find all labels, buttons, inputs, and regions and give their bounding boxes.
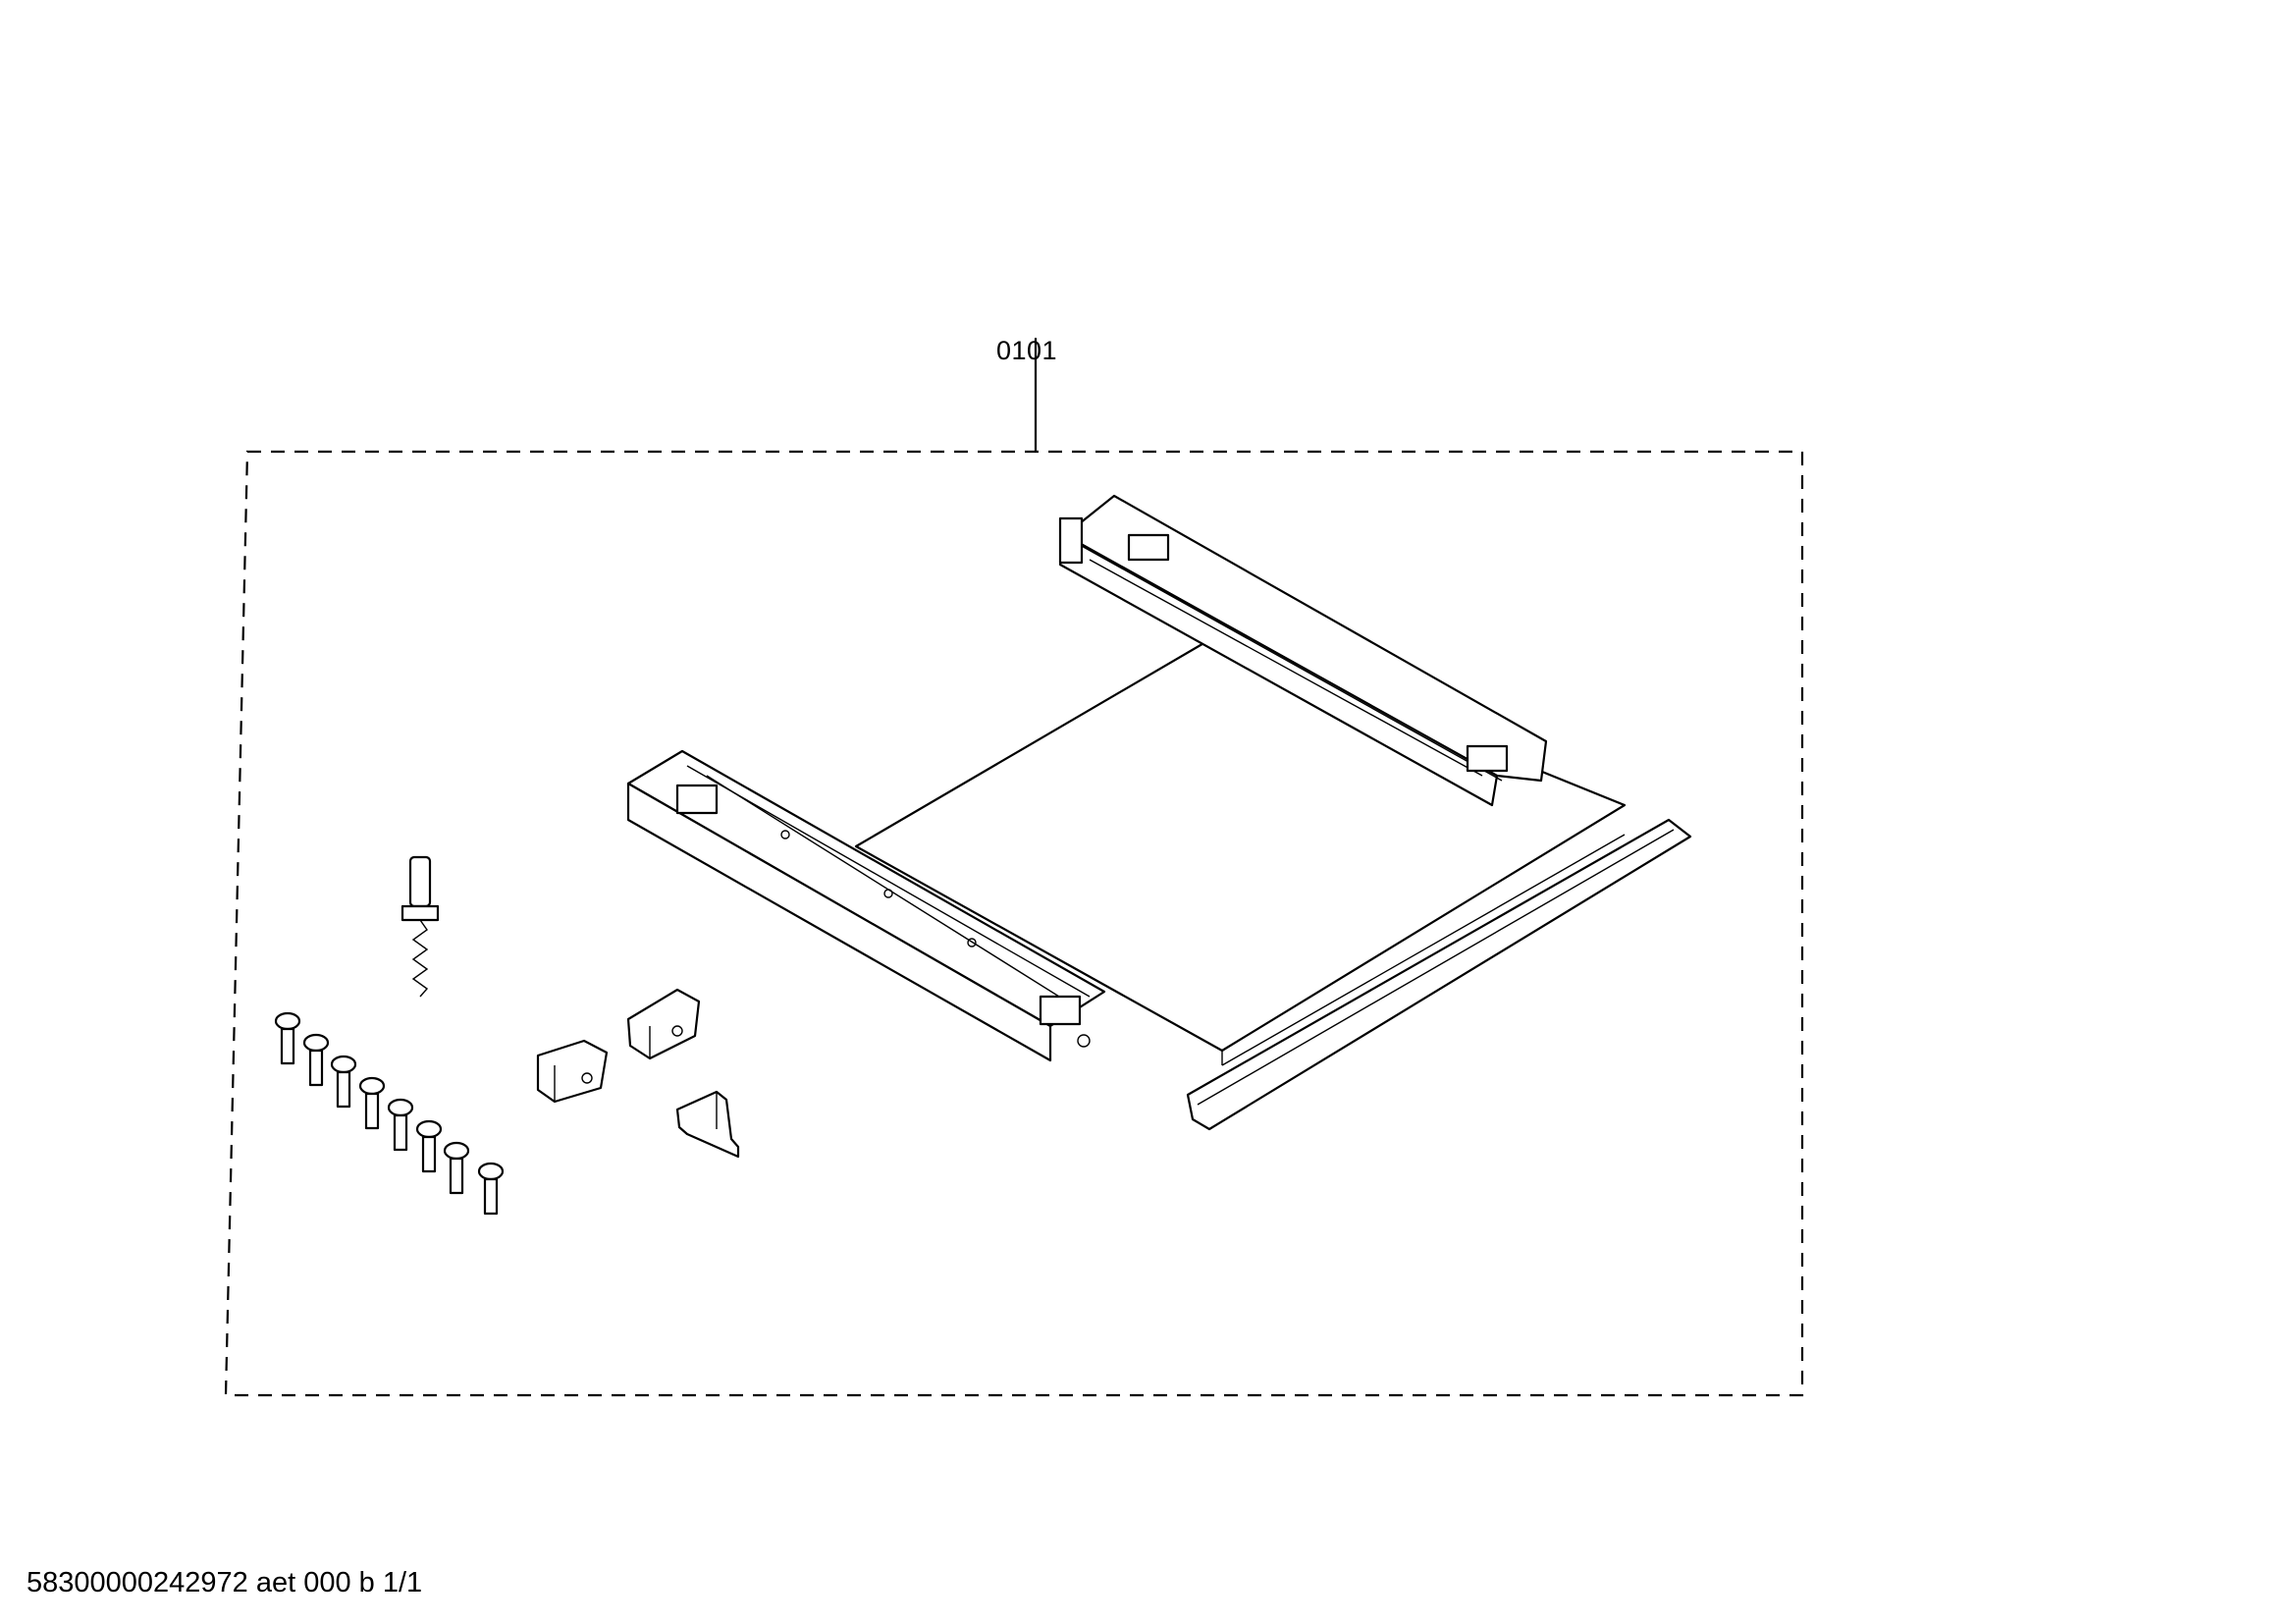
screw-set bbox=[274, 1011, 505, 1216]
bracket-icon bbox=[536, 1039, 609, 1104]
assembly-boundary bbox=[224, 450, 1804, 1397]
screw-icon bbox=[387, 1098, 414, 1152]
drawer-icon bbox=[626, 494, 1692, 1131]
screw-icon bbox=[415, 1119, 443, 1173]
drawing-footer-code: 58300000242972 aet 000 b 1/1 bbox=[27, 1567, 423, 1598]
screw-icon bbox=[477, 1162, 505, 1216]
screw-icon bbox=[302, 1033, 330, 1087]
bracket-icon bbox=[626, 988, 701, 1060]
screw-icon bbox=[330, 1055, 357, 1109]
screw-icon bbox=[443, 1141, 470, 1195]
part-number-label: 0101 bbox=[996, 336, 1058, 365]
clip-icon bbox=[675, 1090, 740, 1159]
screw-icon bbox=[358, 1076, 386, 1130]
pin-icon bbox=[400, 855, 440, 998]
screw-icon bbox=[274, 1011, 301, 1065]
